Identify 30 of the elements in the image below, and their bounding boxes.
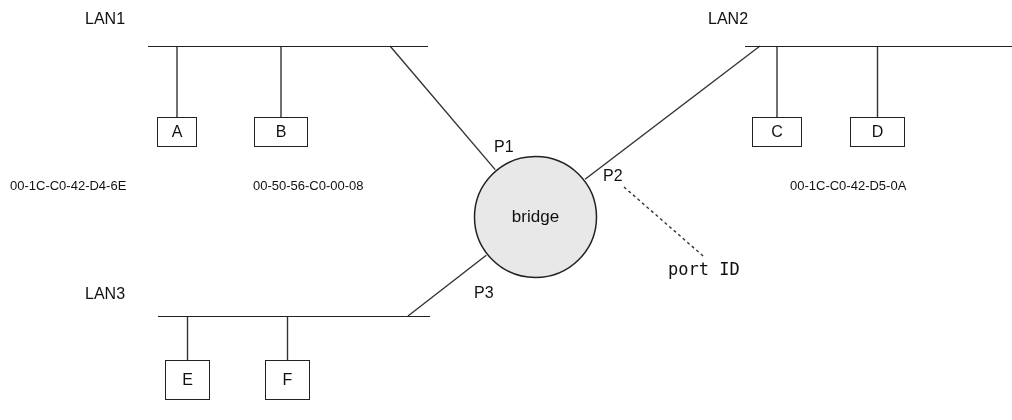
link-line bbox=[186, 315, 189, 361]
link-line bbox=[876, 45, 879, 118]
mac-address-label: 00-1C-C0-42-D5-0A bbox=[790, 178, 907, 193]
link-line bbox=[407, 254, 487, 317]
port-label: P3 bbox=[474, 284, 494, 302]
lan-label: LAN1 bbox=[85, 10, 126, 28]
port-label: P2 bbox=[603, 165, 631, 187]
port-label: P1 bbox=[494, 138, 514, 156]
lan-label: LAN3 bbox=[85, 285, 126, 303]
leader-line bbox=[623, 186, 704, 257]
lan-segment bbox=[708, 10, 1012, 47]
bridge-circle: bridge bbox=[473, 155, 598, 279]
host-box: E bbox=[165, 360, 210, 400]
host-box: F bbox=[265, 360, 310, 400]
link-line bbox=[176, 45, 178, 118]
link-line bbox=[389, 45, 496, 171]
link-line bbox=[776, 45, 778, 118]
mac-address-label: 00-50-56-C0-00-08 bbox=[253, 178, 364, 193]
link-line bbox=[286, 315, 289, 361]
lan-label: LAN2 bbox=[708, 10, 749, 28]
host-box: A bbox=[157, 117, 197, 147]
host-box: D bbox=[850, 117, 905, 147]
link-line bbox=[280, 45, 282, 118]
mac-address-label: 00-1C-C0-42-D4-6E bbox=[10, 178, 127, 193]
lan-segment bbox=[85, 285, 430, 317]
annotation-label: port ID bbox=[668, 256, 746, 282]
host-box: C bbox=[752, 117, 802, 147]
lan-segment bbox=[85, 10, 428, 47]
link-line bbox=[584, 45, 761, 180]
host-box: B bbox=[254, 117, 308, 147]
